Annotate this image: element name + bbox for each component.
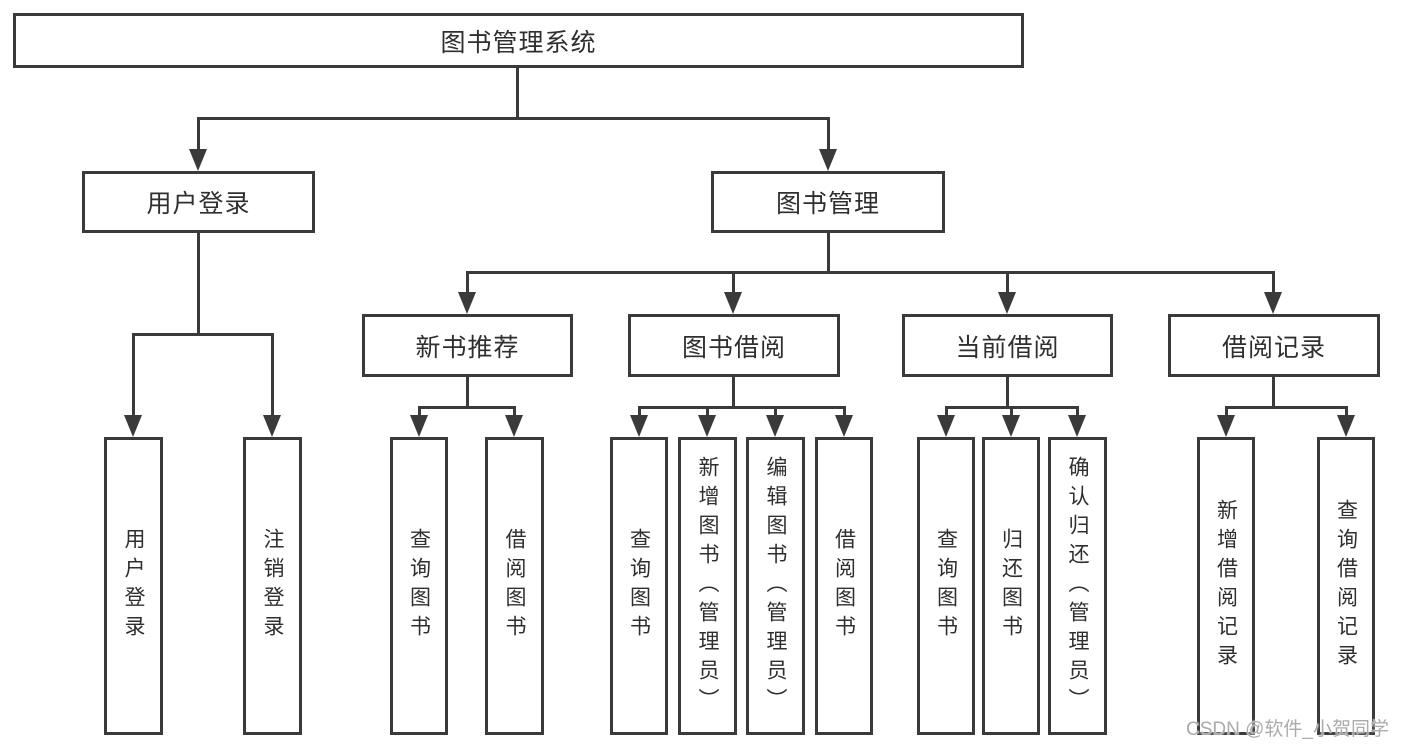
arrow-down-icon: [458, 292, 476, 314]
leaf-add-books-admin: 新增图书（管理员）: [678, 437, 737, 735]
node-borrowing-records: 借阅记录: [1168, 314, 1380, 377]
arrow-down-icon: [698, 415, 716, 437]
watermark: CSDN @软件_小贺同学: [1186, 719, 1389, 740]
node-library-management-system: 图书管理系统: [13, 13, 1024, 68]
arrow-down-icon: [1337, 415, 1355, 437]
connector-line: [1345, 406, 1348, 417]
connector-line: [1006, 271, 1009, 292]
arrow-down-icon: [819, 149, 837, 171]
leaf-query-books-borrowing: 查询图书: [610, 437, 668, 735]
arrow-down-icon: [1002, 415, 1020, 437]
arrow-down-icon: [937, 415, 955, 437]
leaf-query-borrowing-record: 查询借阅记录: [1317, 437, 1375, 735]
leaf-user-login: 用户登录: [104, 437, 163, 735]
node-book-borrowing: 图书借阅: [628, 314, 840, 377]
leaf-logout: 注销登录: [243, 437, 302, 735]
arrow-down-icon: [124, 415, 142, 437]
connector-line: [843, 406, 846, 417]
arrow-down-icon: [630, 415, 648, 437]
connector-line: [513, 406, 516, 417]
connector-line: [1010, 406, 1013, 417]
leaf-confirm-return-admin: 确认归还（管理员）: [1048, 437, 1107, 735]
leaf-edit-books-admin: 编辑图书（管理员）: [746, 437, 805, 735]
connector-line: [418, 406, 516, 409]
connector-line: [1225, 406, 1228, 417]
connector-line: [638, 406, 845, 409]
connector-line: [732, 271, 735, 292]
connector-line: [827, 117, 830, 151]
connector-line: [197, 117, 830, 120]
leaf-add-borrowing-record: 新增借阅记录: [1197, 437, 1255, 735]
connector-line: [774, 406, 777, 417]
connector-line: [466, 377, 469, 408]
node-book-management-branch: 图书管理: [711, 171, 945, 233]
connector-line: [516, 68, 519, 118]
arrow-down-icon: [998, 292, 1016, 314]
connector-line: [466, 271, 1275, 274]
connector-line: [197, 117, 200, 151]
arrow-down-icon: [189, 149, 207, 171]
leaf-borrow-books: 借阅图书: [815, 437, 873, 735]
leaf-query-books-recommend: 查询图书: [390, 437, 448, 735]
connector-line: [132, 333, 273, 336]
connector-line: [827, 233, 830, 273]
node-new-book-recommendation: 新书推荐: [362, 314, 573, 377]
connector-line: [132, 333, 135, 417]
connector-line: [271, 333, 274, 417]
arrow-down-icon: [1264, 292, 1282, 314]
arrow-down-icon: [766, 415, 784, 437]
arrow-down-icon: [1068, 415, 1086, 437]
connector-line: [466, 271, 469, 292]
connector-line: [1272, 377, 1275, 408]
arrow-down-icon: [505, 415, 523, 437]
arrow-down-icon: [724, 292, 742, 314]
connector-line: [1006, 377, 1009, 408]
connector-line: [1076, 406, 1079, 417]
arrow-down-icon: [835, 415, 853, 437]
connector-line: [945, 406, 948, 417]
arrow-down-icon: [410, 415, 428, 437]
leaf-return-books: 归还图书: [982, 437, 1040, 735]
connector-line: [418, 406, 421, 417]
arrow-down-icon: [263, 415, 281, 437]
connector-line: [732, 377, 735, 408]
node-user-login-branch: 用户登录: [82, 171, 315, 233]
connector-line: [638, 406, 641, 417]
connector-line: [1225, 406, 1347, 409]
connector-line: [706, 406, 709, 417]
leaf-query-books-current: 查询图书: [917, 437, 975, 735]
connector-line: [197, 233, 200, 335]
arrow-down-icon: [1217, 415, 1235, 437]
connector-line: [1272, 271, 1275, 292]
leaf-borrow-books-recommend: 借阅图书: [485, 437, 544, 735]
node-current-borrowing: 当前借阅: [902, 314, 1113, 377]
